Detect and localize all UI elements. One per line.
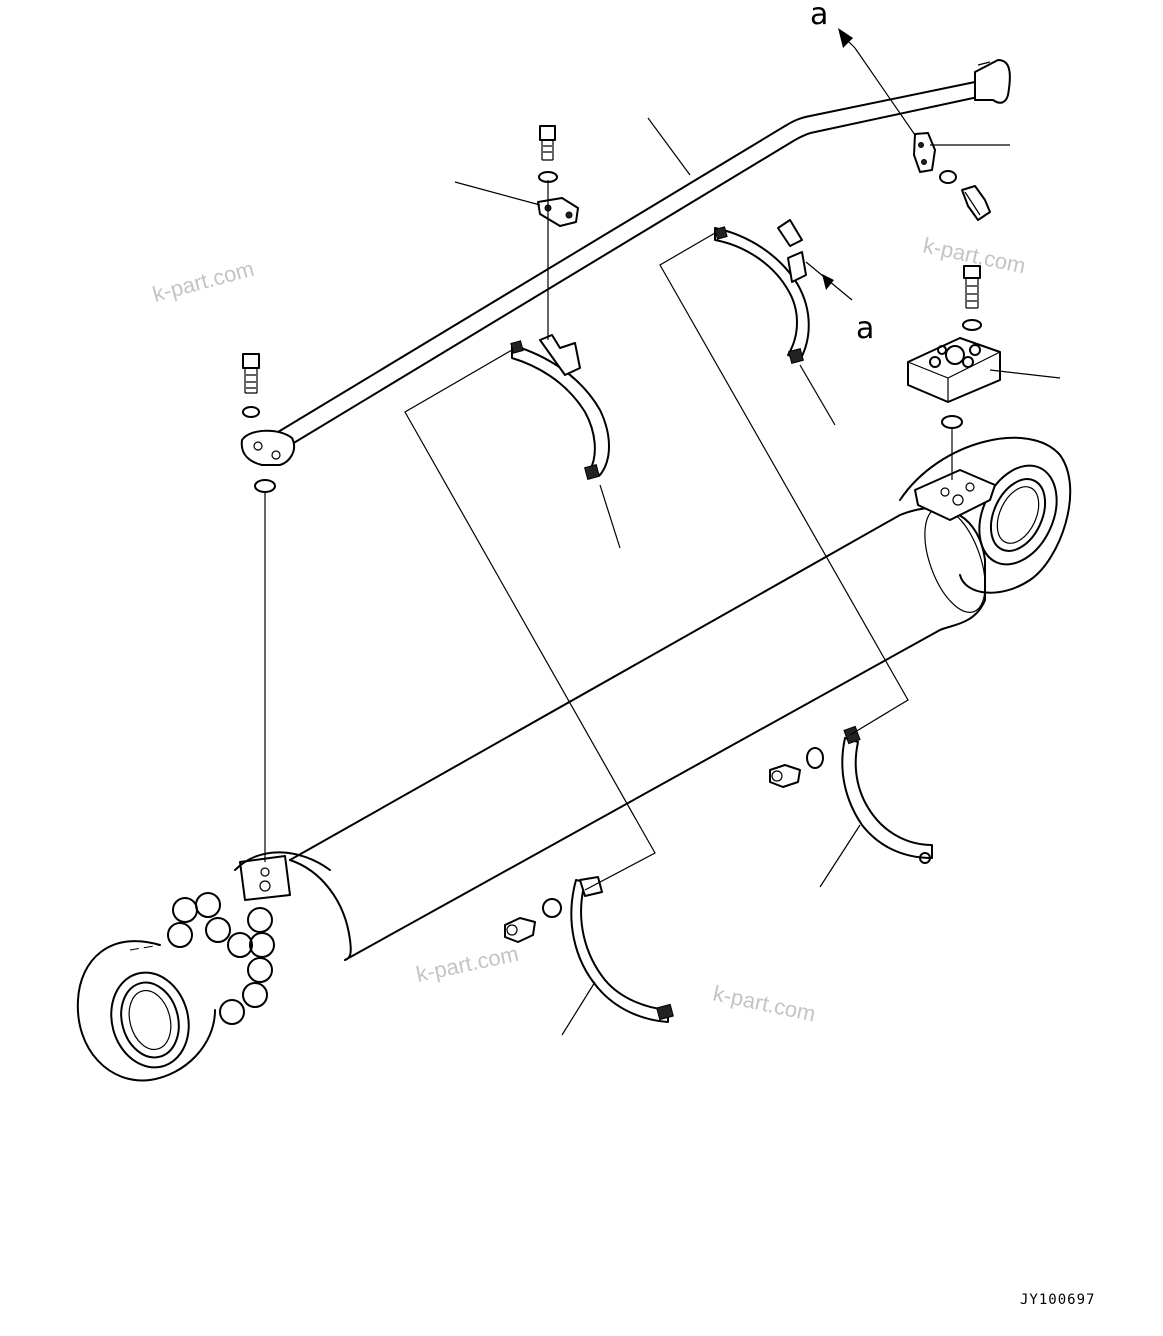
watermark: k-part.com [150, 256, 257, 307]
band-clamp-upper-middle [510, 334, 610, 480]
o-ring-right [941, 415, 963, 429]
steel-pipe [240, 59, 1011, 466]
flange-bolt-left [242, 353, 260, 418]
band-clamp-lower-right [769, 725, 933, 864]
arrow-head-side [822, 274, 834, 290]
junction-block [907, 337, 1001, 403]
head-bolts [167, 892, 275, 1025]
arrow-head-top [838, 28, 853, 48]
watermark: k-part.com [711, 980, 818, 1026]
drawing-code: JY100697 [1020, 1292, 1095, 1308]
callout-letter-side: a [856, 311, 874, 346]
band-clamp-lower-left [504, 876, 674, 1023]
hidden-lines [129, 514, 941, 961]
callout-letter-top: a [810, 0, 828, 32]
leader-lines [264, 28, 1061, 1036]
hydraulic-cylinder [76, 436, 1072, 1082]
o-ring-left [254, 479, 276, 493]
block-bolt [962, 265, 982, 331]
pipe-clamp-upper-left [537, 125, 579, 227]
band-clamp-upper-right [714, 219, 810, 364]
watermark: k-part.com [414, 941, 521, 987]
pipe-clamp-upper-right [913, 132, 991, 221]
